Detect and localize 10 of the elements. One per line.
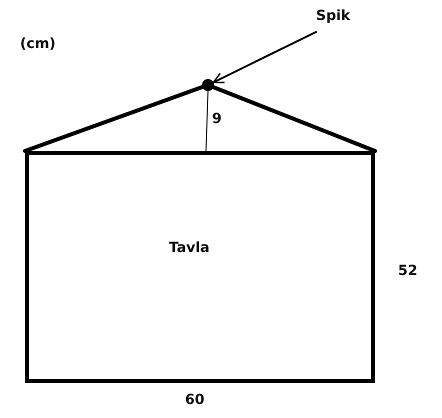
dimension-label: 52 — [398, 263, 418, 280]
dimension-label: 60 — [185, 392, 204, 409]
string-line — [212, 85, 377, 153]
unit-label: (cm) — [20, 36, 56, 53]
dimension-label: 9 — [212, 111, 222, 128]
board-label: Tavla — [169, 240, 210, 257]
string-line — [23, 85, 204, 153]
arrow — [212, 31, 317, 84]
board-rectangle — [25, 151, 375, 383]
callout-text: Spik — [316, 8, 360, 28]
